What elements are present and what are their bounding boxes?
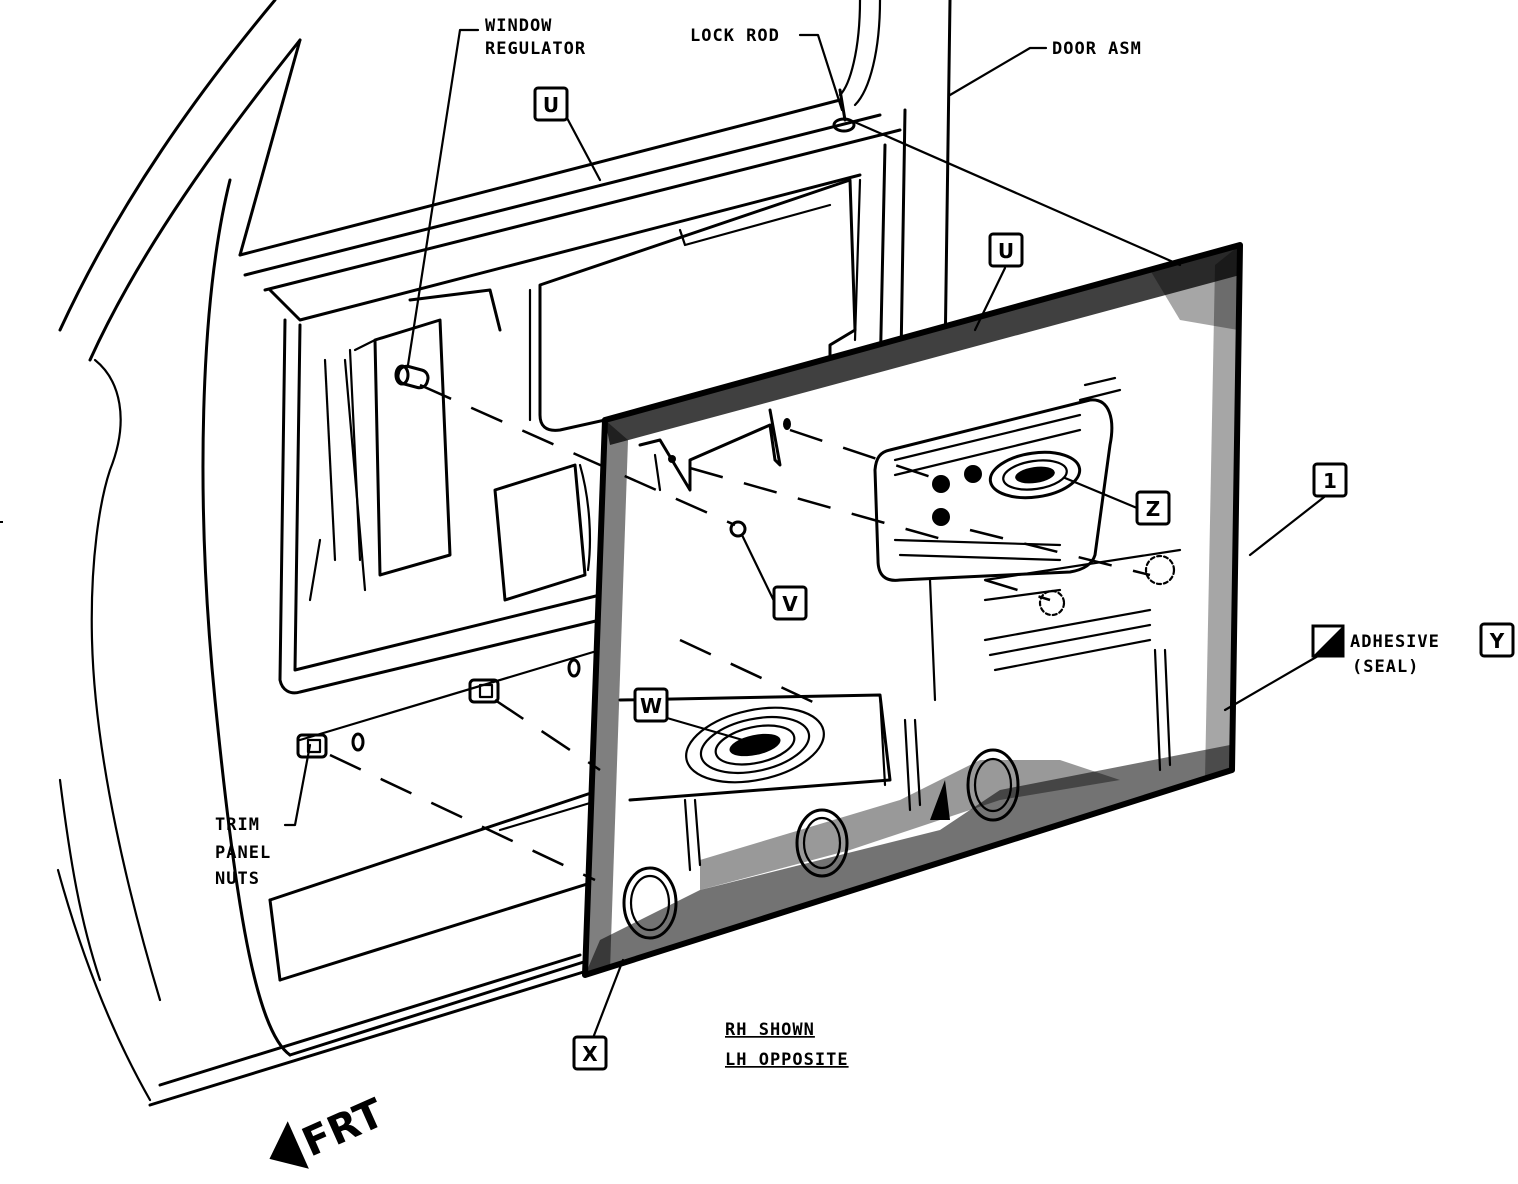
- window-regulator-label-line1: WINDOW: [485, 16, 552, 36]
- window-regulator-label-line2: REGULATOR: [485, 39, 586, 59]
- svg-text:Z: Z: [1146, 497, 1161, 521]
- ref-box-y: Y: [1479, 622, 1515, 658]
- half-filled-square-icon: [1311, 624, 1345, 658]
- trim-panel-nut-2: [468, 678, 500, 704]
- trim-panel: [582, 242, 1243, 978]
- ref-box-u-panel: U: [988, 232, 1024, 268]
- ref-box-z: Z: [1135, 490, 1171, 526]
- lock-rod: [832, 88, 856, 133]
- svg-text:X: X: [582, 1042, 598, 1066]
- note-rh-shown: RH SHOWN: [725, 1020, 815, 1040]
- ref-box-w: W: [633, 687, 669, 723]
- adhesive-label: ADHESIVE: [1350, 632, 1440, 652]
- alignment-lines: [329, 118, 1182, 882]
- svg-text:U: U: [543, 93, 559, 117]
- ref-box-u-top: U: [533, 86, 569, 122]
- arrow-left-icon: [269, 1121, 309, 1169]
- door-body-outline: [56, 0, 952, 1107]
- ref-box-x: X: [572, 1035, 608, 1071]
- window-regulator-stud: [394, 364, 430, 390]
- svg-text:W: W: [640, 694, 662, 718]
- front-direction-indicator: FRT: [269, 1090, 392, 1169]
- svg-text:V: V: [782, 592, 798, 616]
- trim-panel-nut-1: [296, 733, 328, 759]
- note-lh-opposite: LH OPPOSITE: [725, 1050, 849, 1070]
- trim-panel-nuts-label-line3: NUTS: [215, 869, 260, 889]
- svg-text:Y: Y: [1489, 629, 1505, 653]
- svg-text:U: U: [998, 239, 1014, 263]
- ref-box-v: V: [772, 585, 808, 621]
- lock-rod-label: LOCK ROD: [690, 26, 780, 46]
- leader-lines: [283, 28, 1330, 1040]
- frt-label: FRT: [296, 1090, 392, 1166]
- trim-panel-nuts-label-line2: PANEL: [215, 843, 271, 863]
- svg-text:1: 1: [1323, 469, 1337, 493]
- trim-panel-nuts-label-line1: TRIM: [215, 815, 260, 835]
- adhesive-seal-callout: ADHESIVE (SEAL): [1311, 624, 1440, 677]
- ref-box-item-1: 1: [1312, 462, 1348, 498]
- seal-label: (SEAL): [1352, 657, 1419, 677]
- edge-mark: [0, 521, 3, 523]
- door-asm-label: DOOR ASM: [1052, 39, 1142, 59]
